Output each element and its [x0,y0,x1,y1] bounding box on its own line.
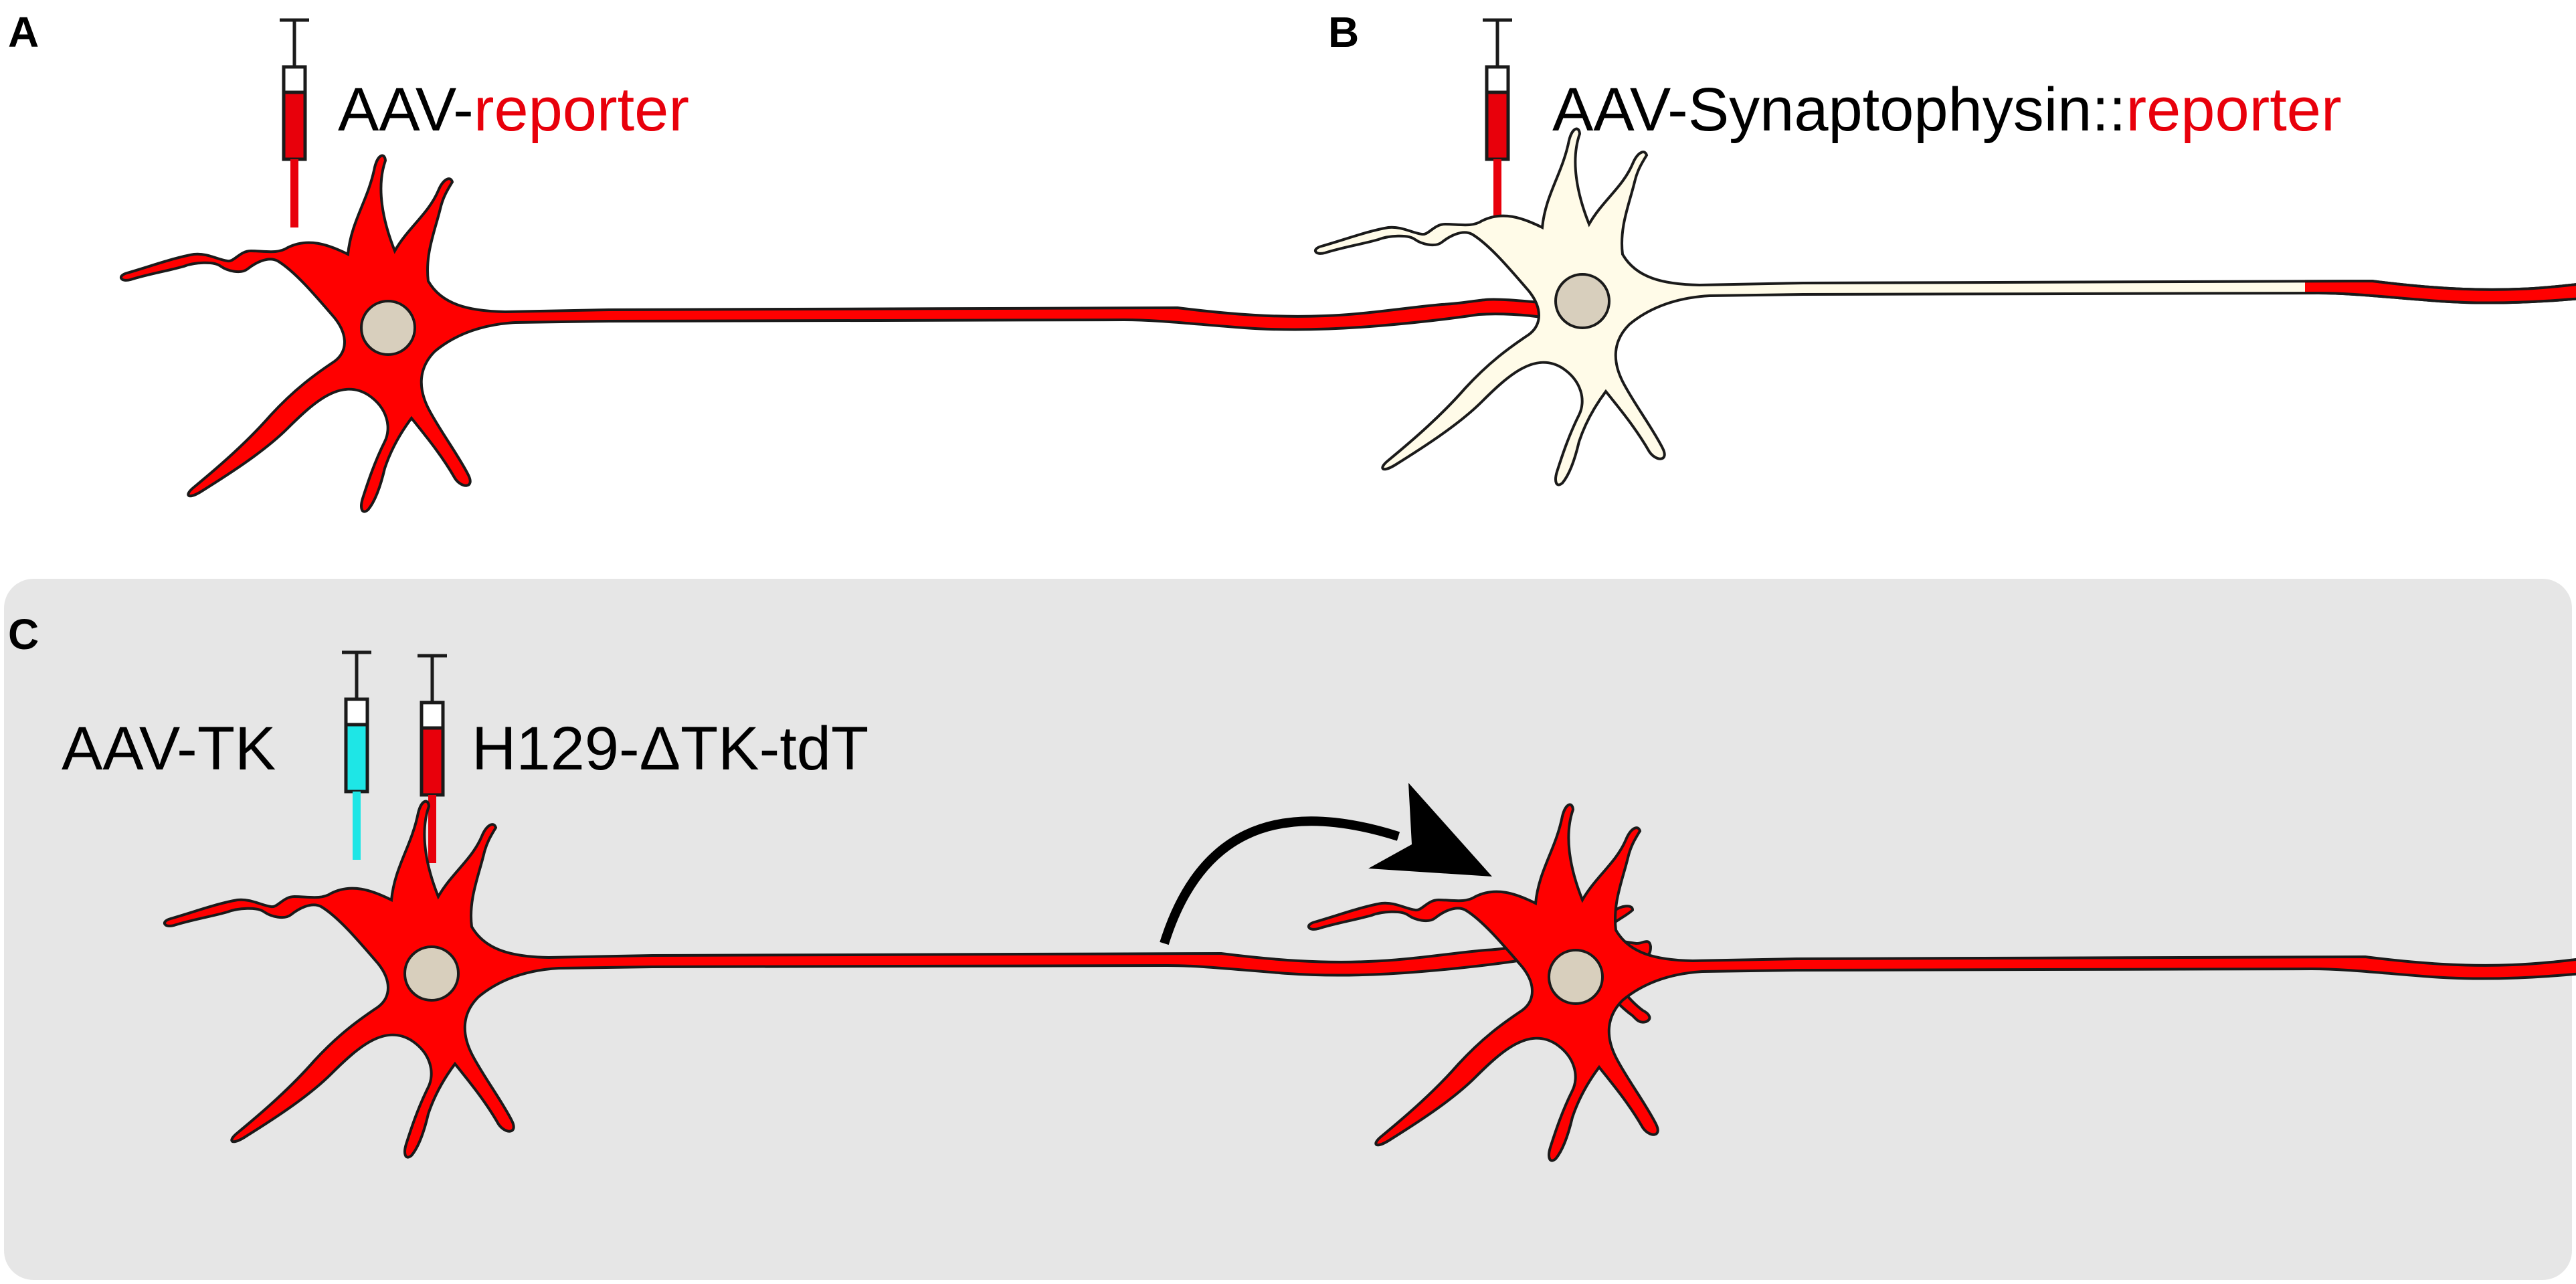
syringe-a [280,18,309,227]
panel-c-label-right: H129-ΔTK-tdT [472,715,868,783]
panel-c: C AAV-TK H129-ΔTK-tdT [8,610,2576,1162]
panel-a-label: AAV-reporter [338,76,689,144]
panel-b-label-highlight: reporter [2126,76,2341,144]
panel-b-letter: B [1328,8,1359,56]
neuron-a [119,154,1608,513]
panel-a-label-highlight: reporter [474,76,689,144]
panel-c-letter: C [8,610,39,658]
panel-a-label-prefix: AAV- [338,76,474,144]
panel-b-label: AAV-Synaptophysin::reporter [1552,76,2342,144]
syringe-c-left [342,650,371,860]
panel-b-label-prefix: AAV-Synaptophysin:: [1552,76,2126,144]
panel-b: B AAV-Synaptophysin::reporter [1313,8,2576,486]
panel-c-label-left: AAV-TK [62,715,276,783]
panel-c-background [4,579,2572,1280]
syringe-c-right [418,654,447,863]
panel-a-letter: A [8,8,39,56]
panel-a: A AAV-reporter [8,8,1608,513]
transsynaptic-arrow [1160,783,1492,945]
syringe-b [1483,18,1512,227]
